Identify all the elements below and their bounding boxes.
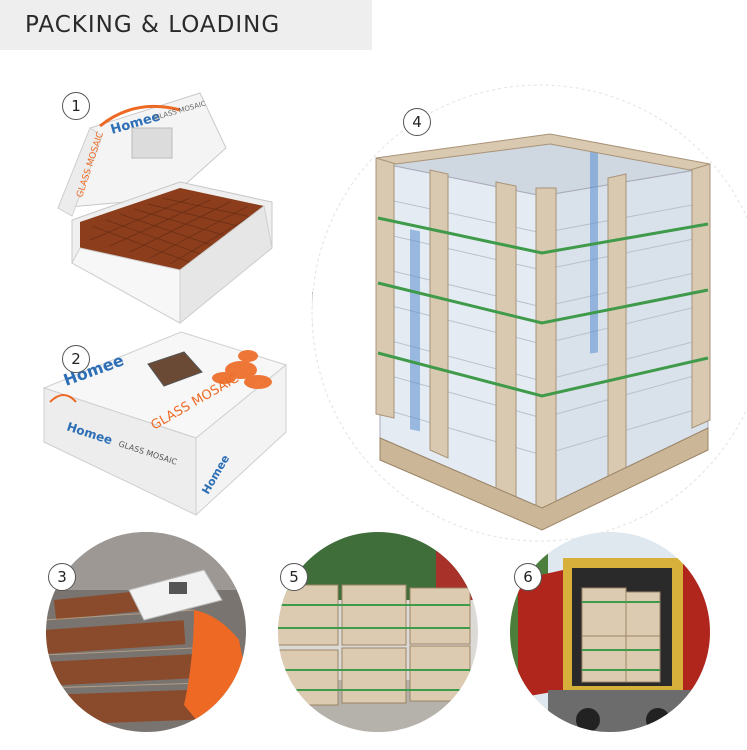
step-badge-5: 5 [280,563,308,591]
pallets-yard-photo [276,530,481,735]
header-bar: PACKING & LOADING [0,0,372,50]
step-badge-2: 2 [62,345,90,373]
step-badge-3: 3 [48,563,76,591]
page-title: PACKING & LOADING [25,12,281,38]
open-box-photo: Homee GLASS MOSAIC GLASS MOSAIC [50,88,285,328]
container-loading-photo [508,530,713,735]
step-badge-6: 6 [514,563,542,591]
worker-tiles-photo [44,530,249,735]
step-badge-1: 1 [62,92,90,120]
step-badge-4: 4 [403,108,431,136]
pallet-circle-photo [310,78,747,558]
